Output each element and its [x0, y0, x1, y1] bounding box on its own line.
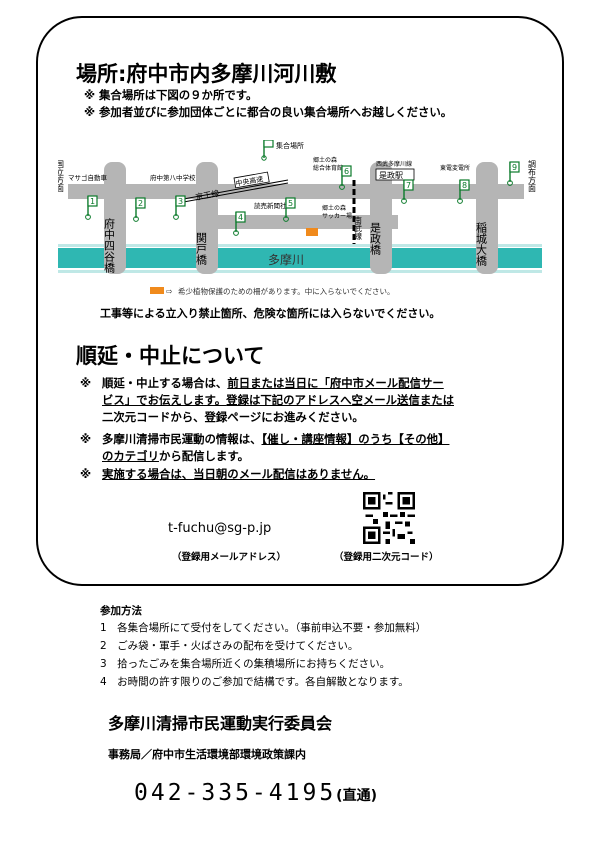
note-text: 二次元コードから、登録ページにお進みください。	[102, 410, 364, 424]
location-title: 場所:府中市内多摩川河川敷	[76, 62, 337, 86]
office-name: 事務局／府中市生活環境部環境政策課内	[108, 748, 306, 761]
place-label: 総合体育館	[313, 164, 343, 172]
place-label: 西武多摩川線	[376, 160, 412, 168]
howto-step: 3 拾ったごみを集合場所近くの集積場所にお持ちください。	[100, 658, 391, 670]
main-road	[68, 184, 524, 199]
assembly-point-6: 6	[339, 165, 352, 190]
assembly-point-4: 4	[233, 211, 246, 236]
postpone-note-line: 二次元コードから、登録ページにお進みください。	[80, 410, 364, 425]
assembly-point-number: 8	[462, 181, 467, 190]
postpone-title: 順延・中止について	[76, 344, 265, 368]
phone-number: 042-335-4195(直通)	[134, 780, 377, 806]
assembly-point-7: 7	[401, 179, 414, 204]
location-note-2: ※ 参加者並びに参加団体ごとに都合の良い集合場所へお越しください。	[84, 105, 453, 119]
assembly-point-number: 2	[138, 199, 143, 208]
assembly-point-number: 1	[90, 197, 95, 206]
note-text: 実施する場合は、当日朝のメール配信はありません。	[102, 467, 376, 481]
bridge-label-4: 稲城大橋	[475, 222, 488, 267]
svg-text:⇨: ⇨	[166, 287, 173, 296]
postpone-note-line: ※ 実施する場合は、当日朝のメール配信はありません。	[80, 467, 375, 482]
note-text: のカテゴリ	[102, 449, 159, 463]
assembly-point-number: 3	[178, 197, 183, 206]
bridge-label-2: 関戸橋	[195, 232, 208, 266]
route-map: 多摩川 府中四谷橋 関戸橋 是政橋 稲城大橋 京王線 中央高速 南武線 国立方面…	[58, 140, 542, 296]
place-label: 府中第八中学校	[150, 173, 196, 182]
note-mark: ※	[80, 432, 92, 446]
assembly-point-1: 1	[85, 195, 98, 220]
assembly-point-9: 9	[507, 161, 520, 186]
assembly-point-3: 3	[173, 195, 186, 220]
line-south-label: 南武線	[354, 215, 363, 240]
fence-marker	[306, 228, 318, 236]
howto-step: 2 ごみ袋・軍手・火ばさみの配布を受けてください。	[100, 640, 359, 652]
note-text: ビス」でお伝えします。	[102, 393, 227, 407]
place-label: 郷土の森	[322, 204, 346, 212]
left-direction-label: 国立方面	[58, 160, 65, 193]
note-text-emphasis: から配信します。	[158, 449, 249, 463]
assembly-point-number: 4	[238, 213, 243, 222]
postpone-note-line: のカテゴリから配信します。	[80, 449, 249, 464]
bridge-label-3: 是政橋	[369, 222, 382, 256]
committee-name: 多摩川清掃市民運動実行委員会	[108, 714, 333, 733]
note-text-emphasis: 【催し・講座情報】のうち【その他】	[261, 432, 450, 446]
howto-step: 4 お時間の許す限りのご参加で結構です。各自解散となります。	[100, 676, 409, 688]
assembly-point-8: 8	[457, 179, 470, 204]
place-label: 読売新聞社	[254, 201, 287, 210]
station-label: 是政駅	[379, 170, 403, 180]
place-label: 郷土の森	[313, 156, 337, 164]
assembly-point-number: 6	[344, 167, 349, 176]
howto-title: 参加方法	[100, 605, 142, 617]
howto-step: 1 各集合場所にて受付をしてください。（事前申込不要・参加無料）	[100, 622, 427, 634]
info-frame	[36, 16, 564, 586]
place-label: サッカー場	[322, 212, 352, 220]
email-address: t-fuchu@sg-p.jp	[168, 521, 272, 536]
email-caption: （登録用メールアドレス）	[172, 552, 287, 563]
river-label: 多摩川	[268, 252, 304, 267]
postpone-note-line: ビス」でお伝えします。登録は下記のアドレスへ空メール送信または	[80, 393, 454, 408]
river	[58, 248, 542, 268]
bridge-fuchu-yotsuya	[104, 162, 126, 274]
phone-digits: 042-335-4195	[134, 780, 337, 806]
bridge-inagi	[476, 162, 498, 274]
assembly-point-number: 7	[406, 181, 411, 190]
assembly-point-2: 2	[133, 197, 146, 222]
railway-label: 京王線	[195, 188, 220, 202]
note-text-emphasis: 登録は下記のアドレスへ空メール送信または	[226, 393, 454, 407]
bridge-sekido	[196, 162, 218, 274]
assembly-points: 1 2 3 4 5 6 7 8 9	[85, 161, 520, 236]
place-label: 東電変電所	[440, 164, 470, 172]
assembly-point-5: 5	[283, 197, 296, 222]
warning-text: 工事等による立入り禁止箇所、危険な箇所には入らないでください。	[100, 307, 441, 320]
note-mark: ※	[80, 376, 92, 390]
postpone-note-line: ※ 多摩川清掃市民運動の情報は、【催し・講座情報】のうち【その他】	[80, 432, 449, 447]
legend-text: 希少植物保護のための柵があります。中に入らないでください。	[178, 286, 395, 296]
place-label: マサゴ自動車	[68, 173, 108, 182]
qr-code[interactable]	[363, 492, 415, 544]
postpone-note-line: ※ 順延・中止する場合は、前日または当日に「府中市メール配信サー	[80, 376, 444, 391]
bridge-koremasa	[370, 162, 392, 274]
svg-text:集合場所: 集合場所	[276, 141, 304, 150]
note-text-emphasis: 前日または当日に「府中市メール配信サー	[227, 376, 444, 390]
legend-fence-swatch	[150, 287, 164, 294]
phone-suffix: (直通)	[336, 788, 377, 804]
qr-caption: （登録用二次元コード）	[334, 552, 439, 563]
location-note-1: ※ 集合場所は下図の９か所です。	[84, 88, 258, 102]
right-direction-label: 調布方面	[528, 159, 537, 193]
assembly-point-number: 5	[288, 199, 293, 208]
note-mark: ※	[80, 467, 92, 481]
note-text: 多摩川清掃市民運動の情報は、	[102, 432, 262, 446]
assembly-point-number: 9	[512, 163, 517, 172]
note-text: 順延・中止する場合は、	[102, 376, 228, 390]
bridge-label-1: 府中四谷橋	[103, 217, 116, 274]
assembly-flag-legend: 集合場所	[261, 140, 304, 161]
